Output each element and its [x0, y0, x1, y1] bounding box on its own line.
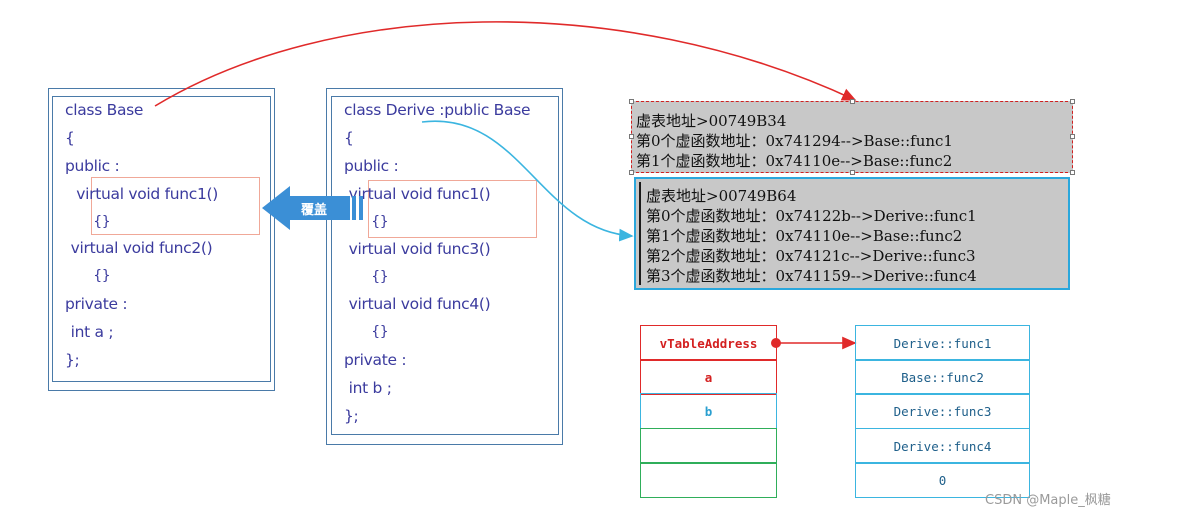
output-line: 第1个虚函数地址：0x74110e-->Base::func2	[636, 152, 953, 170]
vtable-cell: Derive::func4	[855, 428, 1030, 464]
object-cell-empty	[640, 462, 777, 498]
base-vtable-output: 虚表地址>00749B34 第0个虚函数地址：0x741294-->Base::…	[631, 101, 1073, 173]
derive-class-outer-box	[326, 88, 563, 445]
output-line: 第2个虚函数地址：0x74121c-->Derive::func3	[646, 247, 976, 265]
derive-code-line: class Derive :public Base	[344, 101, 531, 119]
object-cell-b: b	[640, 393, 777, 429]
base-class-outer-box	[48, 88, 275, 391]
selection-handle[interactable]	[1070, 170, 1075, 175]
selection-handle[interactable]	[629, 99, 634, 104]
output-line: 虚表地址>00749B64	[646, 187, 797, 205]
object-cell-empty	[640, 428, 777, 464]
base-code-line: {}	[60, 268, 111, 284]
derive-code-line: {}	[338, 324, 389, 340]
derive-code-line: public :	[344, 157, 399, 175]
base-func1-highlight	[91, 177, 260, 235]
derive-code-line: private :	[344, 351, 407, 369]
object-cell-vtable-address: vTableAddress	[640, 325, 777, 361]
selection-handle[interactable]	[1070, 99, 1075, 104]
base-class-inner-box	[52, 96, 271, 382]
selection-handle[interactable]	[629, 134, 634, 139]
base-code-line: class Base	[65, 101, 144, 119]
derive-code-line: int b ;	[344, 379, 392, 397]
base-code-line: virtual void func2()	[66, 239, 213, 257]
vtable-cell: Derive::func1	[855, 325, 1030, 361]
selection-handle[interactable]	[850, 170, 855, 175]
base-code-line: };	[65, 351, 80, 369]
base-code-line: int a ;	[66, 323, 114, 341]
override-arrow	[262, 186, 363, 230]
derive-code-line: {}	[338, 214, 389, 230]
base-to-vtable-arrow	[154, 21, 857, 107]
derive-code-line: virtual void func3()	[344, 240, 491, 258]
selection-handle[interactable]	[1070, 134, 1075, 139]
output-line: 第0个虚函数地址：0x74122b-->Derive::func1	[646, 207, 977, 225]
base-code-line: private :	[65, 295, 128, 313]
output-line: 第0个虚函数地址：0x741294-->Base::func1	[636, 132, 953, 150]
derive-code-line: {	[344, 129, 354, 147]
output-line: 第3个虚函数地址：0x741159-->Derive::func4	[646, 267, 977, 285]
base-code-line: public :	[65, 157, 120, 175]
selection-handle[interactable]	[629, 170, 634, 175]
derive-code-line: virtual void func4()	[344, 295, 491, 313]
base-code-line: {	[65, 129, 75, 147]
derive-code-line: {}	[338, 269, 389, 285]
derive-code-line: };	[344, 407, 359, 425]
base-code-line: {}	[60, 214, 111, 230]
derive-class-inner-box	[331, 96, 559, 435]
override-label: 覆盖	[301, 203, 328, 218]
vtable-cell: Base::func2	[855, 359, 1030, 395]
selection-handle[interactable]	[850, 99, 855, 104]
derive-to-vtable-arrow	[421, 120, 634, 242]
base-code-line: virtual void func1()	[67, 185, 219, 203]
derive-vtable-output: 虚表地址>00749B64 第0个虚函数地址：0x74122b-->Derive…	[634, 177, 1070, 290]
derive-code-line: virtual void func1()	[344, 185, 491, 203]
vtable-cell: Derive::func3	[855, 393, 1030, 429]
watermark: CSDN @Maple_枫糖	[985, 493, 1111, 508]
output-line: 虚表地址>00749B34	[636, 112, 787, 130]
output-line: 第1个虚函数地址：0x74110e-->Base::func2	[646, 227, 963, 245]
vtable-cell-terminator: 0	[855, 462, 1030, 498]
object-cell-a: a	[640, 359, 777, 395]
derive-func1-highlight	[368, 180, 537, 238]
